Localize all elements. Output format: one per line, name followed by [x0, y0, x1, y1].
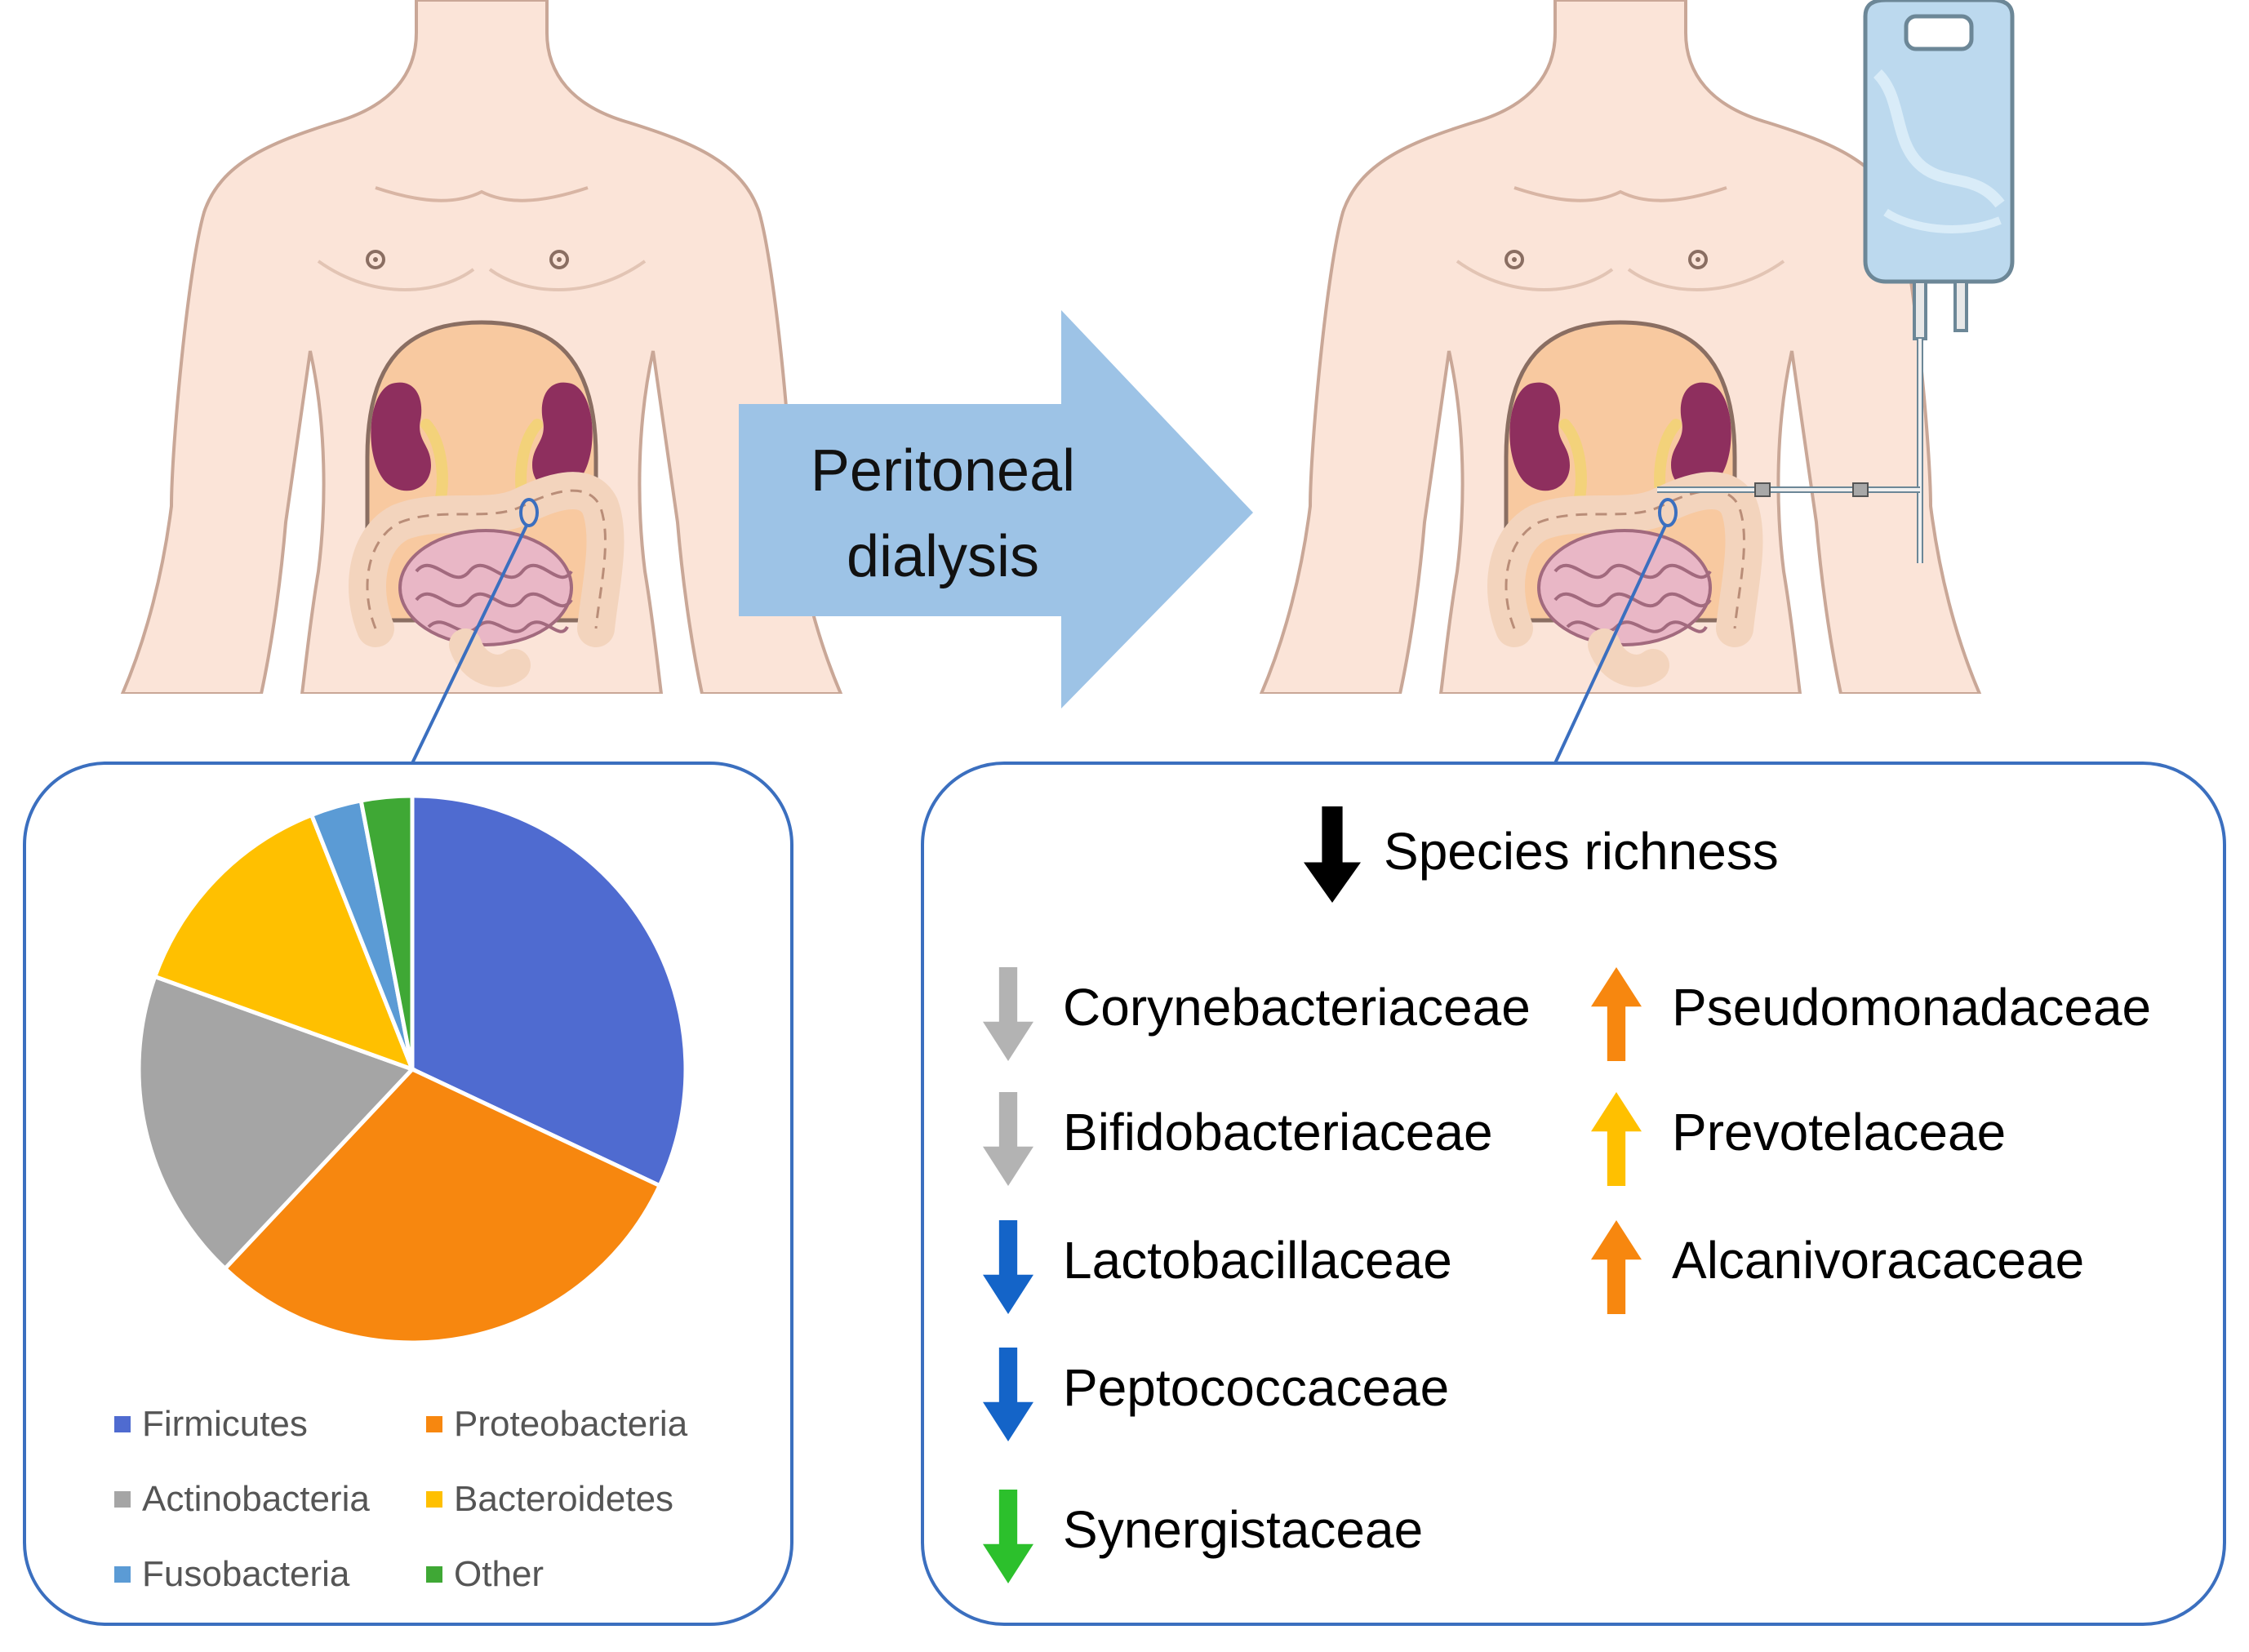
- legend-swatch: [114, 1416, 131, 1432]
- arrow-down-icon: [983, 1490, 1033, 1583]
- zoom-line-left: [411, 525, 528, 764]
- family-label-lactobacillaceae: Lactobacillaceae: [1063, 1231, 1452, 1290]
- arrow-down-icon: [983, 1092, 1033, 1186]
- pie-slice-other: [358, 793, 415, 1070]
- legend-swatch: [426, 1491, 442, 1508]
- family-label-prevotelaceae: Prevotelaceae: [1672, 1103, 2007, 1161]
- legend-swatch: [114, 1566, 131, 1583]
- legend-item-firmicutes: Firmicutes: [114, 1404, 308, 1445]
- family-label-bifidobacteriaceae: Bifidobacteriaceae: [1063, 1103, 1493, 1161]
- torso-left-icon: [122, 0, 841, 694]
- dialysis-transition-arrow: [739, 310, 1253, 708]
- phylum-pie-chart: [136, 793, 688, 1345]
- legend-label: Bacteroidetes: [454, 1479, 674, 1519]
- species-richness-label: Species richness: [1384, 822, 1779, 881]
- arrow-label-line1: Peritoneal: [810, 438, 1076, 504]
- family-label-corynebacteriaceae: Corynebacteriaceae: [1063, 978, 1531, 1037]
- microbiome-panel-right: [921, 762, 2226, 1626]
- family-label-synergistaceae: Synergistaceae: [1063, 1500, 1424, 1559]
- legend-label: Fusobacteria: [142, 1554, 350, 1594]
- microbiome-panel-left: [23, 762, 793, 1626]
- pie-slice-bacteroidetes: [152, 812, 416, 1073]
- legend-label: Other: [454, 1554, 544, 1594]
- legend-label: Proteobacteria: [454, 1404, 688, 1444]
- legend-item-fusobacteria: Fusobacteria: [114, 1554, 349, 1595]
- legend-item-actinobacteria: Actinobacteria: [114, 1479, 370, 1520]
- dialysis-bag-icon: [1657, 0, 2015, 563]
- arrow-up-icon: [1591, 967, 1642, 1061]
- legend-swatch: [426, 1566, 442, 1583]
- pie-slice-proteobacteria: [222, 1066, 663, 1345]
- legend-item-bacteroidetes: Bacteroidetes: [426, 1479, 673, 1520]
- pie-slice-firmicutes: [410, 793, 688, 1188]
- legend-label: Firmicutes: [142, 1404, 308, 1444]
- arrow-down-icon: [983, 1220, 1033, 1314]
- arrow-up-icon: [1591, 1092, 1642, 1186]
- peritoneum-marker-left: [519, 498, 539, 527]
- arrow-down-icon: [983, 967, 1033, 1061]
- legend-swatch: [426, 1416, 442, 1432]
- arrow-down-icon: [1304, 806, 1361, 903]
- change-arrows: [983, 806, 1642, 1583]
- pie-slice-actinobacteria: [136, 974, 416, 1272]
- family-label-pseudomonadaceae: Pseudomonadaceae: [1672, 978, 2152, 1037]
- family-label-peptococcaceae: Peptococcaceae: [1063, 1358, 1450, 1417]
- legend-item-proteobacteria: Proteobacteria: [426, 1404, 687, 1445]
- family-label-alcanivoracaceae: Alcanivoracaceae: [1672, 1231, 2085, 1290]
- arrow-label-line2: dialysis: [846, 524, 1040, 589]
- arrow-up-icon: [1591, 1220, 1642, 1314]
- peritoneum-marker-right: [1658, 498, 1678, 527]
- arrow-down-icon: [983, 1348, 1033, 1441]
- zoom-line-right: [1553, 525, 1667, 764]
- legend-swatch: [114, 1491, 131, 1508]
- legend-label: Actinobacteria: [142, 1479, 370, 1519]
- legend-item-other: Other: [426, 1554, 544, 1595]
